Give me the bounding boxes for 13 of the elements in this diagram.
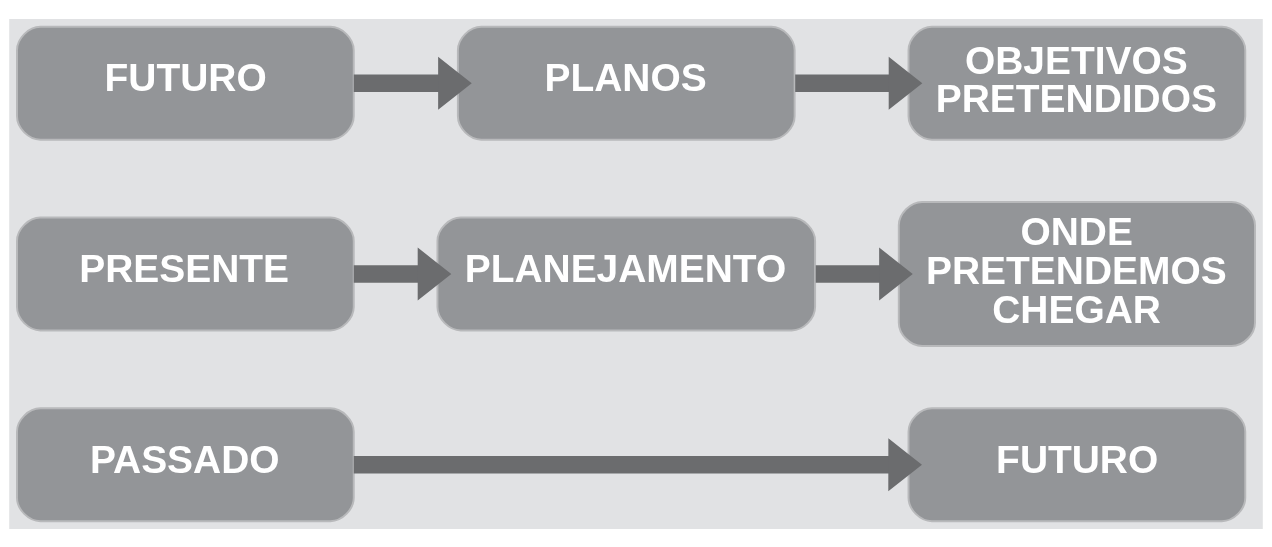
arrow <box>353 247 452 300</box>
arrow <box>795 56 923 110</box>
node-box: PASSADO <box>16 406 355 522</box>
node-box: ONDE PRETENDEMOS CHEGAR <box>897 200 1256 347</box>
arrow <box>353 56 472 110</box>
node-box: PRESENTE <box>16 216 355 331</box>
node-box: FUTURO <box>16 25 355 141</box>
node-box: FUTURO <box>907 406 1247 522</box>
node-box: PLANOS <box>456 25 796 141</box>
node-box: PLANEJAMENTO <box>436 216 817 331</box>
arrow <box>815 247 913 300</box>
node-box: OBJETIVOS PRETENDIDOS <box>907 25 1247 141</box>
arrow <box>353 437 922 491</box>
